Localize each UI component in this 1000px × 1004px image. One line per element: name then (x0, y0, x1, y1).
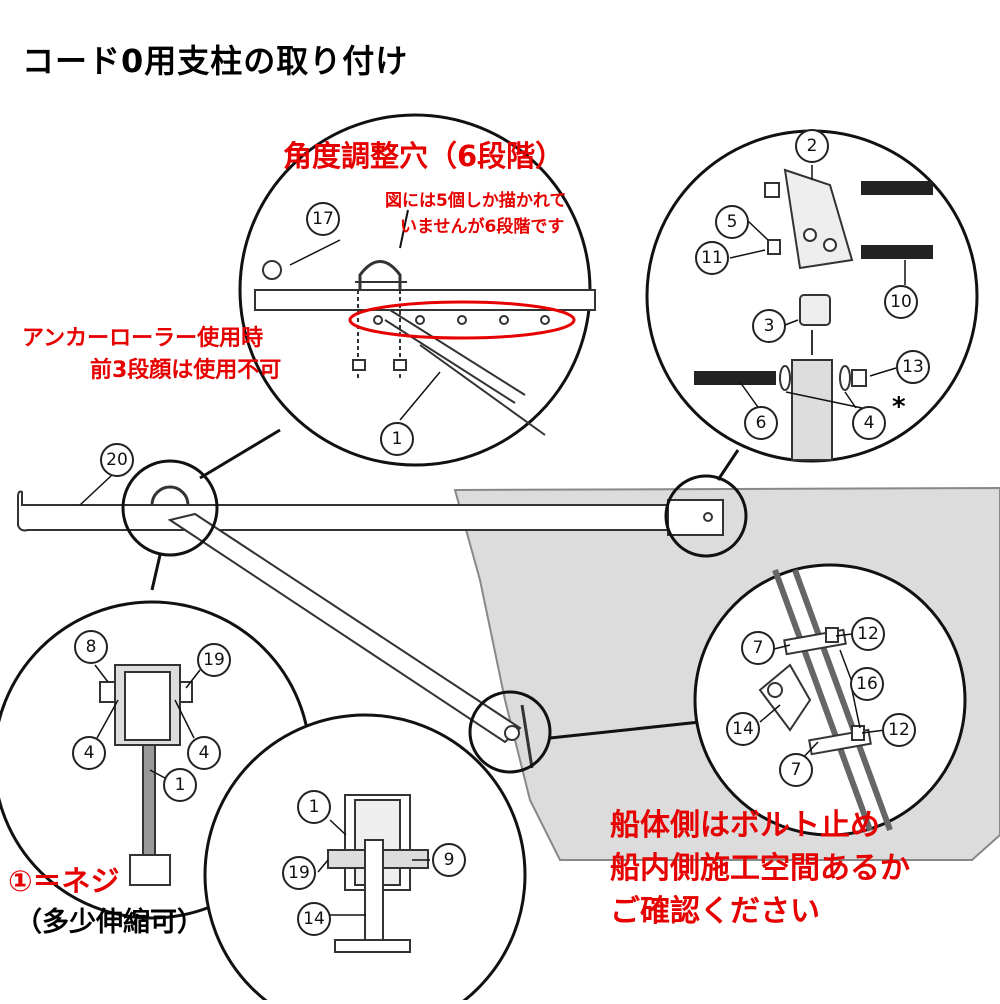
callout-3: 3 (752, 309, 786, 343)
angle-holes (373, 315, 550, 325)
asterisk-mark: * (892, 392, 906, 422)
callout-17: 17 (306, 202, 340, 236)
anchor-note-line1: アンカーローラー使用時 (22, 326, 264, 351)
five-holes-note-line1: 図には5個しか描かれて (385, 191, 567, 211)
callout-14-hull: 14 (726, 712, 760, 746)
callout-19-bracket: 19 (197, 643, 231, 677)
pivot-ring (150, 485, 190, 506)
marker-circles (121, 459, 748, 774)
hull-note-line1: 船体側はボルト止め (610, 808, 880, 843)
callout-19-joint: 19 (282, 856, 316, 890)
callout-5: 5 (715, 205, 749, 239)
holes-highlight (348, 300, 576, 340)
diagonal-strut (167, 512, 534, 769)
magnified-pivot-joint (203, 713, 527, 1004)
anchor-note-line2: 前3段顔は使用不可 (90, 358, 282, 383)
page-title: コード0用支柱の取り付け (22, 42, 409, 80)
callout-8: 8 (74, 630, 108, 664)
hull-note-line3: ご確認ください (610, 894, 820, 929)
callout-2: 2 (795, 129, 829, 163)
callout-7-top: 7 (741, 631, 775, 665)
magnified-hull-bolt (693, 563, 967, 837)
callout-14-joint: 14 (297, 902, 331, 936)
callout-11: 11 (695, 241, 729, 275)
callout-1-joint: 1 (297, 790, 331, 824)
magnified-mount-hardware (645, 129, 979, 463)
callout-10: 10 (884, 285, 918, 319)
callout-9: 9 (432, 843, 466, 877)
callout-4-left: 4 (72, 736, 106, 770)
callout-12-top: 12 (851, 617, 885, 651)
screw-note: ①＝ネジ (8, 864, 120, 898)
callout-1-bracket: 1 (163, 768, 197, 802)
angle-holes-label: 角度調整穴（6段階） (283, 139, 565, 173)
callout-4-mount: 4 (852, 406, 886, 440)
screw-note-sub: （多少伸縮可） (15, 907, 204, 938)
callout-6: 6 (744, 406, 778, 440)
callout-1-top: 1 (380, 422, 414, 456)
five-holes-note-line2: いませんが6段階です (400, 217, 565, 237)
callout-13: 13 (896, 350, 930, 384)
callout-16: 16 (850, 667, 884, 701)
callout-7-bottom: 7 (779, 753, 813, 787)
pole-callout-line (79, 474, 113, 506)
hull-note-line2: 船内側施工空間あるか (610, 851, 910, 886)
callout-12-bottom: 12 (882, 713, 916, 747)
callout-20: 20 (100, 443, 134, 477)
callout-4-right: 4 (187, 736, 221, 770)
